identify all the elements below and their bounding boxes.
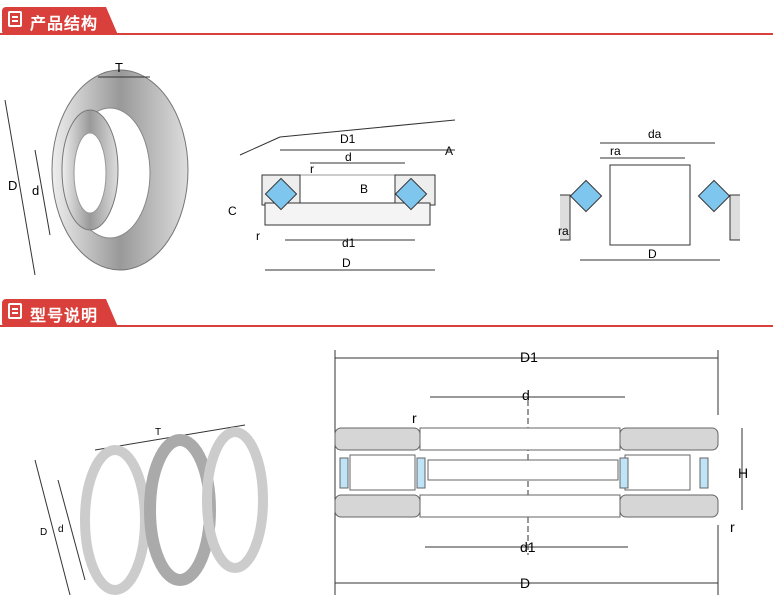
dim-d: d xyxy=(522,387,530,403)
dim-r: r xyxy=(412,410,417,426)
dim-D: D xyxy=(648,247,657,261)
needle-bearing-section-drawing: D1 d r H r d1 D xyxy=(334,349,748,595)
dim-r: r xyxy=(310,162,314,176)
dim-D1: D1 xyxy=(520,349,538,365)
dim-d: d xyxy=(58,524,64,535)
dim-D: D xyxy=(520,575,530,591)
dim-d1: d1 xyxy=(520,539,536,555)
dim-B: B xyxy=(360,182,368,196)
dim-T: T xyxy=(155,427,161,438)
bearing-3d-illustration: T D d xyxy=(4,60,189,276)
dim-T: T xyxy=(115,60,123,75)
dim-D-large: D xyxy=(342,256,351,270)
mounting-dimensions-drawing: da ra ra D xyxy=(558,127,740,261)
dim-H: H xyxy=(738,465,748,481)
dim-d1: d1 xyxy=(342,236,356,250)
dim-D: D xyxy=(8,178,17,193)
section-title: 型号说明 xyxy=(30,308,99,325)
document-icon xyxy=(8,303,22,319)
dim-d: d xyxy=(345,150,352,164)
document-icon xyxy=(8,11,22,27)
dim-C: C xyxy=(228,204,237,218)
dim-r2: r xyxy=(256,229,260,243)
dim-D: D xyxy=(40,527,47,538)
dim-D1: D1 xyxy=(340,132,356,146)
section-header-structure: 产品结构 xyxy=(0,5,773,37)
section-header-model: 型号说明 xyxy=(0,297,773,329)
dim-A: A xyxy=(445,144,453,158)
needle-thrust-bearing-exploded-illustration: T D d xyxy=(34,424,268,596)
dim-da: da xyxy=(648,127,662,141)
section-title: 产品结构 xyxy=(30,16,99,33)
dim-ra: ra xyxy=(610,144,621,158)
dim-r-lower: r xyxy=(730,519,735,535)
spherical-thrust-bearing-section-drawing: D1 d A B r C r d1 D xyxy=(228,119,456,271)
dim-ra-lower: ra xyxy=(558,224,569,238)
dim-d: d xyxy=(32,183,39,198)
